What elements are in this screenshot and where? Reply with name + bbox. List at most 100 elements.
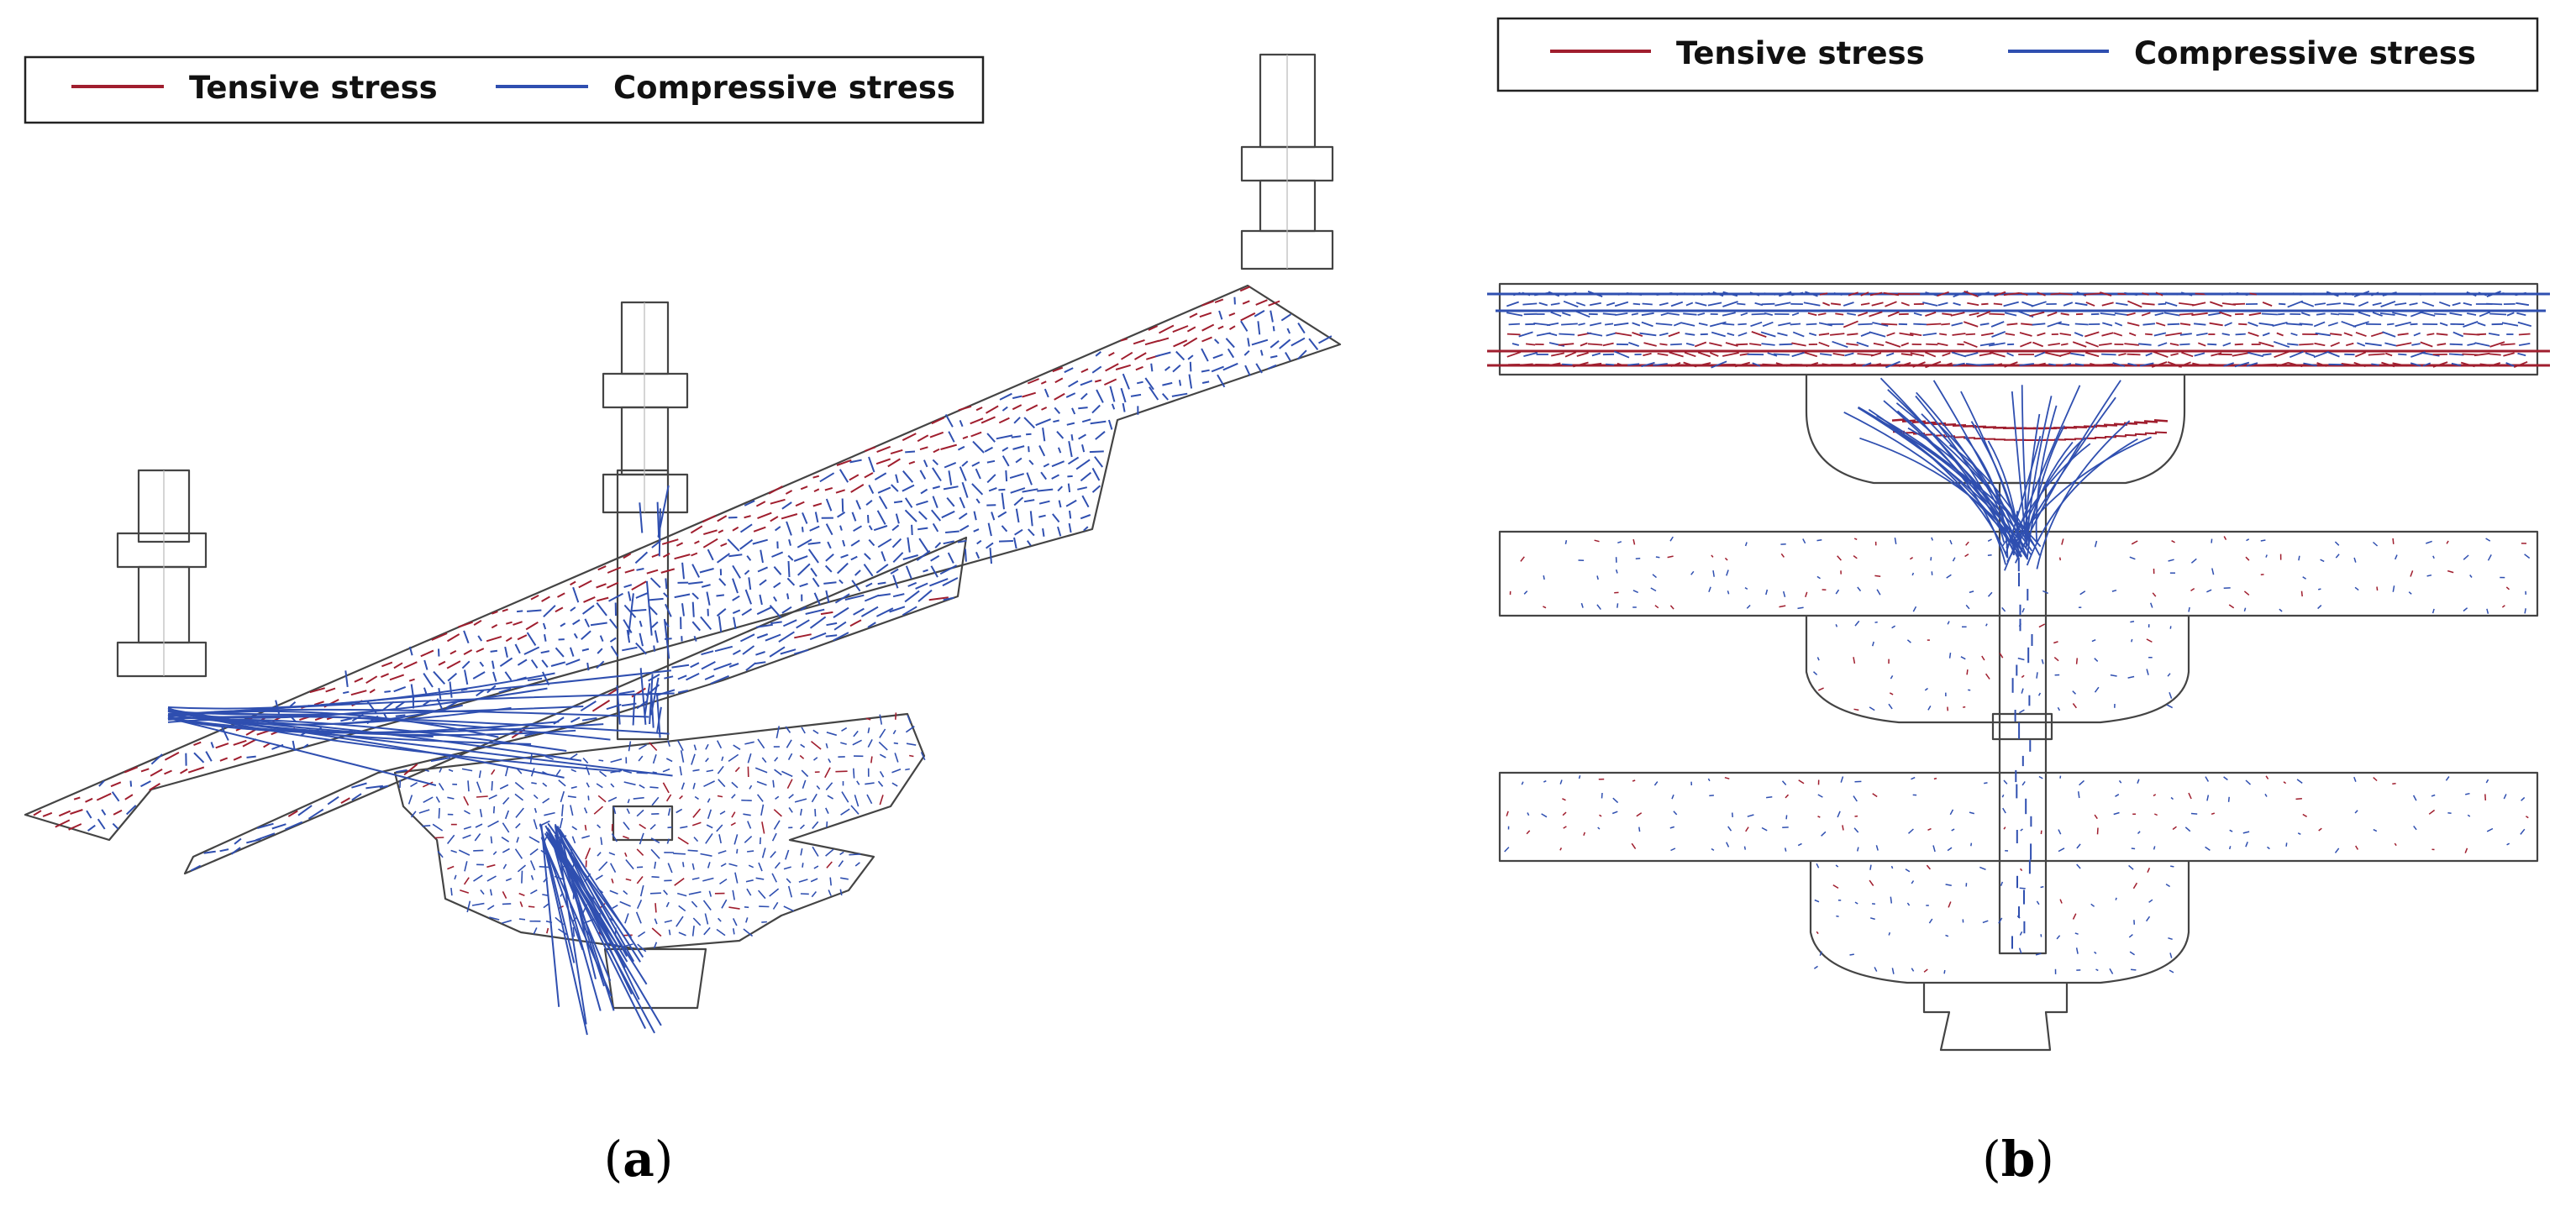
compressive-stress-vector — [2422, 352, 2440, 357]
compressive-stress-vector — [2467, 343, 2476, 346]
compressive-stress-vector — [1746, 604, 1751, 609]
tensile-stress-vector — [2085, 302, 2095, 307]
compressive-stress-vector — [1669, 826, 1675, 829]
compressive-stress-vector — [864, 553, 871, 560]
tensile-stress-vector — [1883, 291, 1900, 297]
compressive-stress-vector — [801, 769, 809, 778]
compressive-stress-vector — [595, 874, 603, 880]
tensile-stress-vector — [2133, 421, 2148, 424]
tensile-stress-vector — [1012, 404, 1023, 411]
tensile-stress-vector — [1745, 827, 1749, 832]
compressive-stress-vector — [1506, 301, 1519, 307]
compressive-stress-vector — [639, 832, 644, 845]
compressive-stress-vector — [665, 901, 670, 908]
compressive-stress-vector — [702, 900, 712, 910]
compressive-stress-vector — [879, 714, 883, 725]
compressive-stress-vector — [1548, 291, 1560, 297]
tensile-stress-vector — [2114, 435, 2127, 438]
compressive-stress-vector — [756, 623, 773, 628]
compressive-stress-vector — [825, 590, 830, 604]
compressive-stress-vector — [2421, 301, 2435, 307]
tensile-stress-vector — [2100, 291, 2112, 297]
compressive-stress-vector — [2190, 558, 2197, 564]
compressive-stress-vector — [825, 523, 833, 536]
compressive-stress-vector — [1538, 302, 1548, 307]
compressive-stress-vector — [2114, 322, 2123, 327]
compressive-stress-vector — [1272, 326, 1275, 332]
tensile-stress-vector — [164, 752, 180, 761]
tensile-stress-vector — [2171, 540, 2175, 543]
compressive-stress-vector — [490, 836, 493, 844]
compressive-stress-vector — [1952, 557, 1956, 562]
compressive-stress-vector — [1911, 880, 1915, 884]
compressive-stress-vector — [853, 730, 859, 737]
compressive-stress-vector — [561, 804, 564, 816]
compressive-stress-vector — [1613, 322, 1629, 327]
tensile-stress-vector — [1779, 605, 1786, 608]
compressive-stress-vector — [957, 539, 967, 543]
compressive-stress-vector — [1291, 337, 1306, 347]
compressive-stress-vector — [1056, 431, 1065, 439]
compressive-stress-vector — [2167, 323, 2180, 326]
tensile-stress-vector — [1201, 323, 1215, 332]
compressive-stress-vector — [819, 472, 835, 483]
compressive-stress-vector — [2408, 591, 2412, 595]
compressive-stress-vector — [492, 671, 497, 682]
tensile-stress-vector — [2341, 363, 2357, 366]
compressive-stress-vector — [502, 796, 510, 805]
compressive-stress-vector — [1977, 291, 1990, 297]
compressive-stress-vector — [1614, 301, 1629, 307]
compressive-stress-vector — [1857, 586, 1862, 592]
tensile-stress-vector — [1654, 605, 1659, 609]
compressive-stress-vector — [2047, 321, 2062, 328]
compressive-stress-vector — [529, 860, 536, 871]
compressive-stress-vector — [2245, 779, 2252, 785]
compressive-stress-vector — [745, 879, 754, 883]
compressive-stress-vector — [1042, 527, 1045, 537]
tensile-stress-vector — [820, 611, 833, 616]
compressive-stress-vector — [916, 500, 928, 506]
compressive-stress-vector — [2003, 301, 2019, 307]
compressive-stress-vector — [650, 848, 660, 859]
compressive-stress-vector — [1001, 455, 1010, 467]
compressive-stress-vector — [473, 874, 483, 882]
compressive-stress-vector — [2327, 322, 2338, 327]
panel-a-bracket-lower — [603, 947, 707, 1010]
tensile-stress-vector — [662, 553, 670, 558]
compressive-stress-vector — [681, 782, 686, 790]
tensile-stress-vector — [1999, 653, 2004, 659]
compressive-stress-vector — [1750, 321, 1763, 328]
compressive-stress-vector — [1806, 323, 1817, 326]
compressive-stress-vector — [167, 714, 565, 779]
compressive-stress-vector — [761, 757, 767, 764]
compressive-stress-vector — [1043, 463, 1050, 468]
tensile-stress-vector — [1832, 353, 1845, 356]
compressive-stress-vector — [721, 899, 728, 909]
compressive-stress-vector — [2036, 900, 2040, 905]
compressive-stress-vector — [2211, 538, 2213, 543]
compressive-stress-vector — [1023, 499, 1035, 503]
compressive-stress-vector — [1987, 591, 1993, 597]
compressive-stress-vector — [1711, 360, 1727, 369]
tensile-stress-vector — [1173, 339, 1188, 348]
compressive-stress-vector — [1844, 352, 1854, 357]
compressive-stress-vector — [480, 889, 485, 895]
compressive-stress-vector — [1550, 302, 1560, 306]
compressive-stress-vector — [636, 701, 648, 710]
compressive-stress-vector — [1747, 814, 1754, 817]
tensile-stress-vector — [2155, 291, 2163, 297]
compressive-stress-vector — [502, 848, 510, 853]
compressive-stress-vector — [930, 565, 938, 578]
compressive-stress-vector — [1695, 302, 1707, 307]
tensile-stress-vector — [1912, 361, 1926, 368]
compressive-stress-vector — [1947, 847, 1953, 852]
tensile-stress-vector — [2249, 292, 2257, 296]
compressive-stress-vector — [1888, 703, 1893, 710]
compressive-stress-vector — [2326, 302, 2341, 306]
tensile-stress-vector — [1873, 342, 1885, 347]
compressive-stress-vector — [718, 616, 723, 632]
compressive-stress-vector — [666, 838, 670, 844]
compressive-stress-vector — [1080, 392, 1088, 401]
compressive-stress-vector — [1064, 367, 1074, 374]
tensile-stress-vector — [463, 649, 473, 655]
